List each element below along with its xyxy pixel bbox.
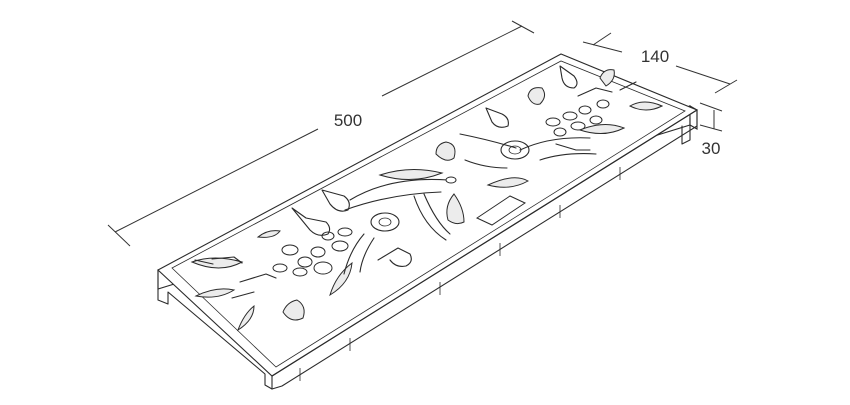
rosette-center [378,217,392,227]
dimension-height-label: 30 [702,139,721,158]
crescent-arc [519,137,591,151]
hole-round [562,111,578,121]
hole-leaf [329,261,353,297]
hole-round [570,121,586,131]
dimension-height-tick-top [699,102,723,112]
hole-leaf [578,124,626,134]
hole-round [313,261,333,275]
left-leg [157,269,273,390]
hole-round [545,117,561,127]
hole-round [321,231,335,241]
dimension-length: 500 [107,20,535,247]
hole-round [292,267,308,277]
hole-round [281,244,299,256]
sprig [559,65,578,89]
dimension-width: 140 [582,32,738,94]
hole-round [589,115,603,125]
grating-body [157,53,699,390]
dimension-width-tick-right [714,79,738,94]
crescent-arc [349,178,449,201]
hole-round [596,99,610,109]
hole-round [578,105,592,115]
hole-leaf [446,193,465,225]
dimension-width-label: 140 [641,47,669,66]
rosette [370,212,400,232]
crescent-arc [423,193,451,235]
dimension-length-line-right [381,25,523,97]
sprig [194,256,277,299]
sprig [321,189,350,212]
hole-round [297,256,313,268]
rosette-center [508,145,522,155]
hole-leaf [237,304,255,332]
hole-leaf [435,141,456,161]
hole-leaf [599,69,615,87]
hole-center [445,176,457,184]
right-leg [681,117,691,145]
sprig [377,247,412,267]
hole-round [272,263,288,273]
skirt-ribs [299,167,621,381]
crescent-arc [344,191,442,211]
hole-round [331,240,349,252]
dimension-width-line-left [582,41,623,53]
hole-round [553,127,567,137]
top-inner-edge [171,60,686,368]
dimension-length-tick-right [511,20,535,34]
hole-slot [475,195,527,226]
crescent-arc [359,237,375,273]
dimension-length-line-left [114,128,319,233]
crescent-arc [464,159,508,169]
hole-leaf [486,177,530,188]
hole-leaf [282,299,305,321]
sprig [485,107,509,128]
sprig [291,207,331,236]
rosette [500,140,530,160]
front-skirt [271,109,698,390]
crescent-arc [343,233,365,275]
hole-leaf [190,257,244,269]
dimension-width-line-right [675,65,731,85]
sprig [555,81,637,151]
dimension-length-label: 500 [334,111,362,130]
hole-leaf [256,230,281,238]
hole-round [337,227,353,237]
crescent-arc [539,153,597,161]
dimension-height-tick-bottom [699,124,723,132]
crescent-arc [413,195,447,241]
hole-leaf [378,169,444,181]
hole-leaf [194,288,236,298]
dimension-length-tick-left [107,224,131,247]
hole-round [310,246,326,258]
perforation-pattern [190,65,664,332]
hole-leaf [527,87,546,105]
dimension-height: 30 [699,102,723,158]
hole-leaf [628,101,664,111]
dimension-width-tick-left [592,32,612,46]
